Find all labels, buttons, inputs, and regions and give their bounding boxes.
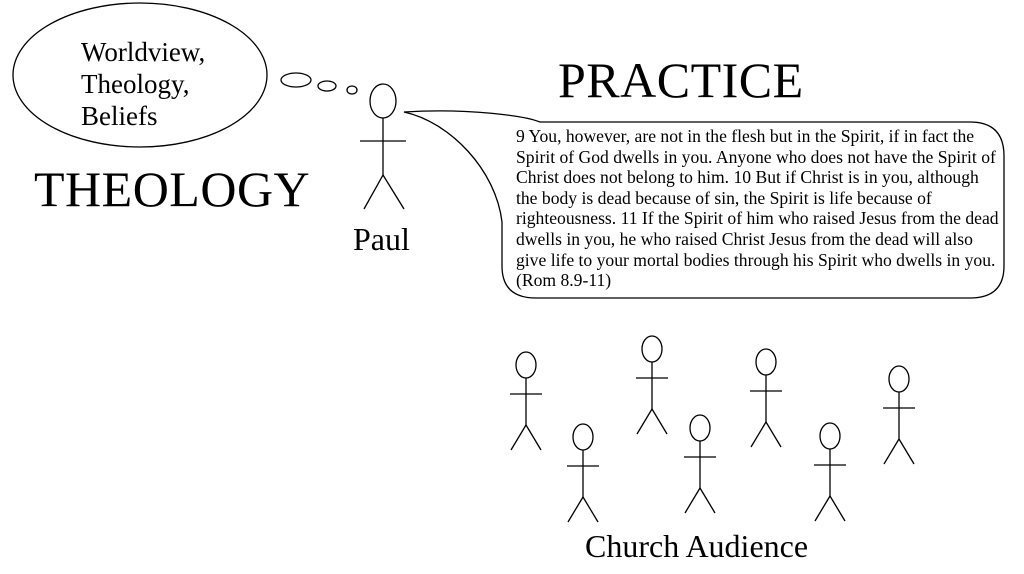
- audience-left-leg: [636, 408, 653, 435]
- thought-line-theology: Theology,: [81, 69, 190, 99]
- audience-head: [641, 335, 663, 363]
- audience-left-leg: [883, 438, 900, 465]
- audience-left-leg: [684, 487, 701, 514]
- audience-right-leg: [829, 495, 846, 522]
- audience-left-leg: [567, 496, 584, 523]
- audience-member: [567, 423, 599, 523]
- audience-head: [888, 365, 910, 393]
- thought-dot-medium: [317, 80, 337, 92]
- audience-head: [515, 351, 537, 379]
- speech-bubble-text: 9 You, however, are not in the flesh but…: [516, 126, 999, 291]
- audience-right-leg: [582, 496, 599, 523]
- audience-figures: [510, 335, 915, 523]
- thought-bubble: [12, 2, 268, 148]
- audience-left-leg: [814, 495, 831, 522]
- thought-dot-small: [346, 85, 358, 95]
- practice-heading: PRACTICE: [558, 52, 804, 108]
- audience-head: [572, 423, 594, 451]
- audience-head: [755, 348, 777, 376]
- thought-line-beliefs: Beliefs: [81, 101, 158, 131]
- audience-member: [814, 422, 846, 522]
- thought-line-worldview: Worldview,: [81, 37, 206, 67]
- audience-member: [883, 365, 915, 465]
- audience-right-leg: [898, 438, 915, 465]
- audience-head: [819, 422, 841, 450]
- paul-label: Paul: [353, 221, 410, 257]
- audience-member: [684, 414, 716, 514]
- thought-dot-large: [280, 72, 312, 88]
- paul-left-leg: [363, 174, 384, 210]
- audience-right-leg: [699, 487, 716, 514]
- audience-left-leg: [510, 424, 527, 451]
- paul-head: [369, 83, 397, 119]
- speech-bubble: [403, 110, 1005, 299]
- audience-right-leg: [651, 408, 668, 435]
- audience-member: [750, 348, 782, 448]
- audience-right-leg: [525, 424, 542, 451]
- paul-right-leg: [382, 174, 405, 210]
- audience-member: [510, 351, 542, 451]
- audience-member: [636, 335, 668, 435]
- church-audience-label: Church Audience: [585, 528, 809, 564]
- theology-heading: THEOLOGY: [34, 161, 311, 217]
- audience-left-leg: [750, 421, 767, 448]
- audience-right-leg: [765, 421, 782, 448]
- paul-figure: [360, 83, 406, 210]
- thought-bubble-text: Worldview, Theology, Beliefs: [81, 36, 205, 132]
- audience-head: [689, 414, 711, 442]
